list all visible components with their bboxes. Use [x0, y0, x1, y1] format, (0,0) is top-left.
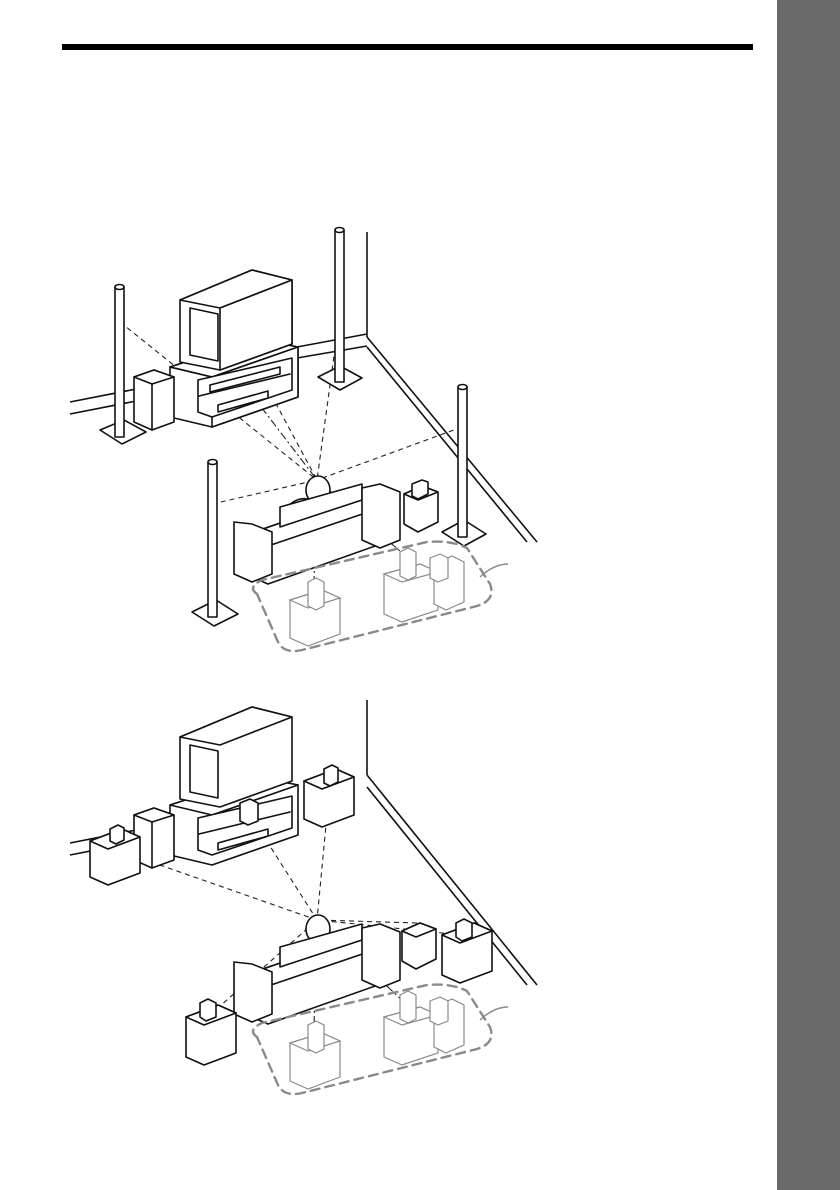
side-speaker-box [404, 480, 438, 532]
surround-right-compact-speaker [442, 919, 492, 983]
side-speaker-box [402, 923, 436, 969]
header-rule [62, 44, 753, 50]
center-compact-speaker [240, 799, 258, 825]
sofa-with-listener [234, 915, 400, 1024]
surround-right-tall-speaker [442, 385, 486, 547]
surround-left-tall-speaker [192, 460, 238, 627]
section-side-tab [777, 0, 840, 1190]
compact-speaker-room-svg [62, 695, 552, 1105]
tall-speaker-room-svg [62, 222, 552, 662]
front-right-compact-speaker [304, 765, 354, 827]
front-right-tall-speaker [318, 228, 362, 391]
surround-left-compact-speaker [186, 999, 236, 1065]
front-left-compact-speaker [90, 825, 140, 885]
compact-speaker-room-illustration [62, 695, 552, 1105]
subwoofer [134, 370, 174, 430]
tall-speaker-room-illustration [62, 222, 552, 662]
